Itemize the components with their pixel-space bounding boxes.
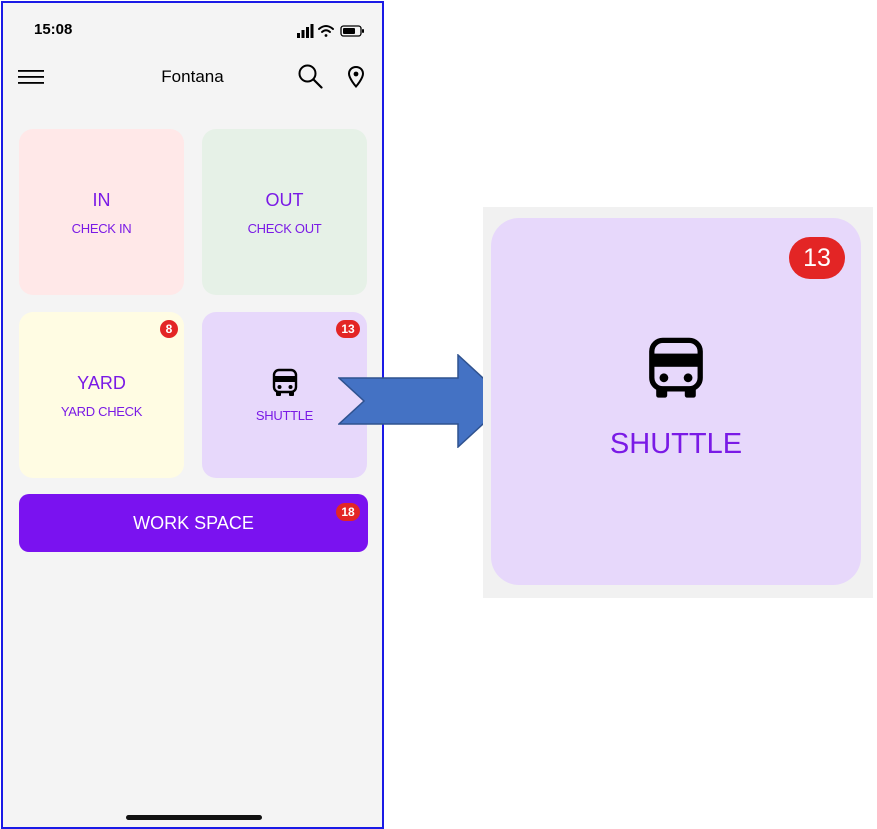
work-space-badge: 18: [336, 503, 360, 521]
check-out-title: OUT: [265, 189, 304, 210]
shuttle-tile-zoomed[interactable]: 13 SHUTTLE: [491, 218, 861, 585]
work-space-label: WORK SPACE: [133, 512, 254, 533]
menu-icon[interactable]: [18, 69, 44, 85]
status-time: 15:08: [34, 21, 73, 38]
location-icon[interactable]: [347, 65, 365, 89]
phone-screen: 15:08 Fontana IN CHECK IN: [1, 1, 384, 829]
shuttle-badge-zoomed: 13: [789, 237, 845, 279]
shuttle-tile[interactable]: 13 SHUTTLE: [202, 312, 367, 478]
check-in-tile[interactable]: IN CHECK IN: [19, 129, 184, 295]
bus-icon: [272, 368, 297, 396]
yard-subtitle: YARD CHECK: [60, 403, 143, 419]
battery-icon: [340, 25, 364, 37]
arrow-icon: [338, 354, 510, 448]
search-icon[interactable]: [297, 63, 323, 89]
shuttle-badge: 13: [336, 320, 360, 338]
yard-title: YARD: [77, 372, 126, 393]
bus-icon-zoomed: [649, 337, 703, 398]
status-icons: [297, 24, 364, 38]
check-in-subtitle: CHECK IN: [71, 220, 132, 236]
wifi-icon: [318, 25, 334, 37]
signal-icon: [297, 24, 314, 38]
yard-badge: 8: [160, 320, 178, 338]
shuttle-label-zoomed: SHUTTLE: [609, 428, 743, 460]
home-indicator[interactable]: [126, 815, 262, 820]
shuttle-label: SHUTTLE: [255, 407, 314, 423]
check-in-title: IN: [92, 189, 111, 210]
page-title: Fontana: [161, 67, 224, 86]
work-space-button[interactable]: WORK SPACE 18: [19, 494, 368, 552]
yard-check-tile[interactable]: 8 YARD YARD CHECK: [19, 312, 184, 478]
check-out-subtitle: CHECK OUT: [247, 220, 322, 236]
check-out-tile[interactable]: OUT CHECK OUT: [202, 129, 367, 295]
shuttle-zoom-panel: 13 SHUTTLE: [483, 207, 873, 598]
